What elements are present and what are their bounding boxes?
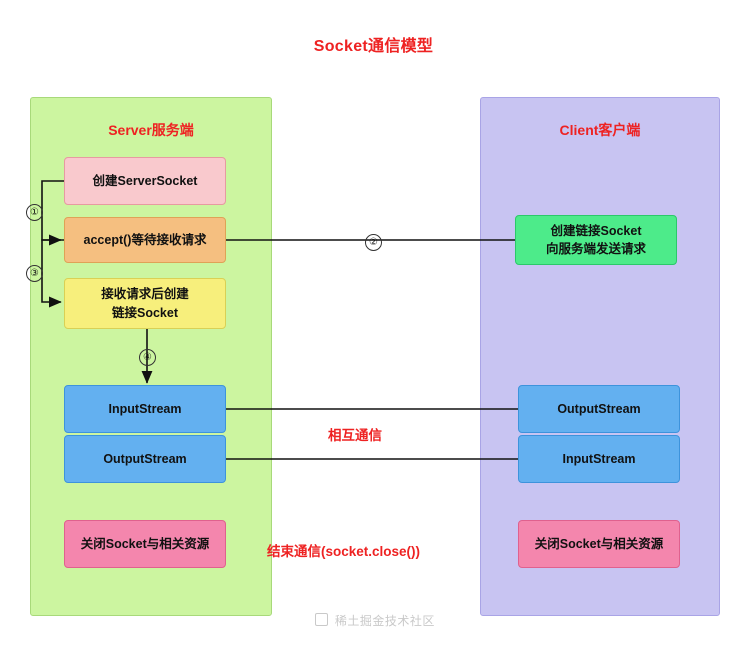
- server-box-create-link-socket[interactable]: 接收请求后创建 链接Socket: [64, 278, 226, 329]
- server-box-close-socket-label: 关闭Socket与相关资源: [80, 536, 210, 551]
- server-box-close-socket[interactable]: 关闭Socket与相关资源: [64, 520, 226, 568]
- step-marker-4: ④: [139, 349, 156, 366]
- server-box-create-serversocket-label: 创建ServerSocket: [92, 173, 198, 188]
- client-box-create-socket-line2: 向服务端发送请求: [545, 242, 646, 256]
- client-box-create-socket[interactable]: 创建链接Socket 向服务端发送请求: [515, 215, 677, 265]
- client-panel-title: Client客户端: [559, 122, 641, 138]
- server-box-outputstream[interactable]: OutputStream: [64, 435, 226, 483]
- client-box-outputstream[interactable]: OutputStream: [518, 385, 680, 433]
- close-communication-label: 结束通信(socket.close()): [267, 544, 421, 559]
- client-box-outputstream-label: OutputStream: [557, 401, 641, 416]
- client-box-close-socket[interactable]: 关闭Socket与相关资源: [518, 520, 680, 568]
- server-box-outputstream-label: OutputStream: [103, 451, 187, 466]
- client-box-inputstream[interactable]: InputStream: [518, 435, 680, 483]
- client-box-inputstream-label: InputStream: [562, 451, 636, 466]
- server-box-inputstream[interactable]: InputStream: [64, 385, 226, 433]
- watermark-logo-icon: [315, 613, 329, 626]
- client-box-close-socket-label: 关闭Socket与相关资源: [534, 536, 664, 551]
- server-box-accept-label: accept()等待接收请求: [83, 232, 207, 247]
- server-box-create-link-socket-line1: 接收请求后创建: [101, 287, 189, 302]
- server-panel-title: Server服务端: [108, 122, 194, 138]
- watermark: 稀土掘金技术社区: [0, 612, 747, 629]
- client-box-create-socket-line1: 创建链接Socket: [550, 223, 642, 238]
- server-box-inputstream-label: InputStream: [108, 401, 182, 416]
- page-title: Socket通信模型: [313, 38, 434, 55]
- server-box-create-link-socket-line2: 链接Socket: [112, 305, 178, 320]
- step-marker-1: ①: [26, 204, 43, 221]
- mutual-communication-label: 相互通信: [328, 428, 382, 443]
- watermark-text: 稀土掘金技术社区: [334, 614, 435, 628]
- step-marker-3: ③: [26, 265, 43, 282]
- server-box-create-serversocket[interactable]: 创建ServerSocket: [64, 157, 226, 205]
- server-box-accept[interactable]: accept()等待接收请求: [64, 217, 226, 263]
- step-marker-2: ②: [365, 234, 382, 251]
